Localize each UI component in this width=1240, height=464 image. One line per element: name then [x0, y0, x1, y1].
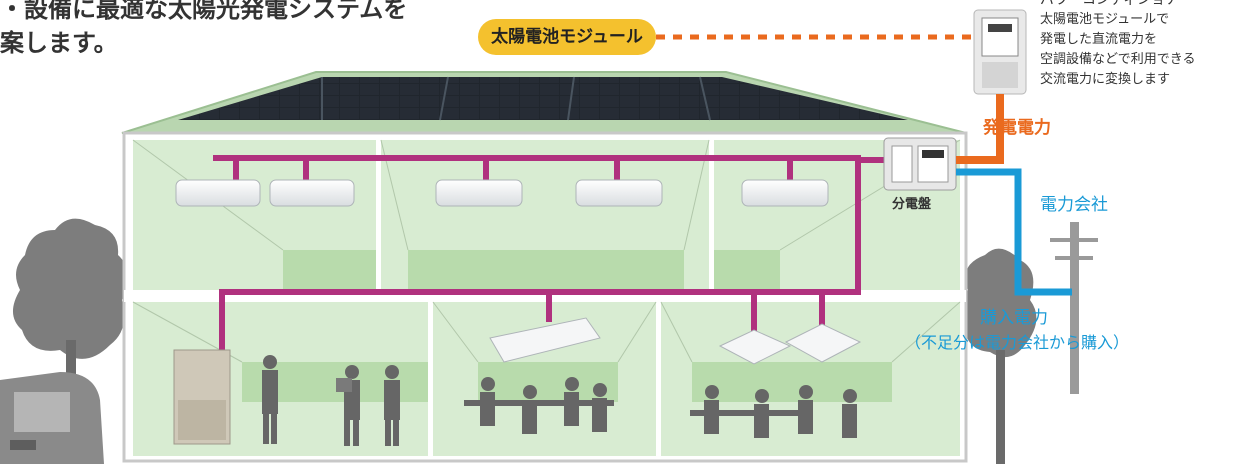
purchased-power-note: （不足分は電力会社から購入）: [905, 333, 1130, 352]
solar-panel-icon: [121, 71, 967, 134]
power-conditioner-label: パワーコンディショナ: [1040, 0, 1180, 8]
generated-power-line: [956, 94, 1004, 164]
purchased-power-label: 購入電力: [980, 308, 1048, 328]
distribution-board-label: 分電盤: [892, 197, 932, 212]
solar-module-label: 太陽電池モジュール: [478, 19, 656, 55]
pc-desc-line-1: 太陽電池モジュールで: [1040, 12, 1170, 27]
person-silhouette-icon: [262, 355, 857, 446]
wall-air-conditioner-icon: [175, 179, 829, 207]
pc-desc-line-2: 発電した直流電力を: [1040, 32, 1158, 47]
utility-pole-icon: [1050, 222, 1098, 394]
package-air-conditioner-icon: [173, 349, 231, 445]
truck-icon: [0, 372, 104, 464]
distribution-board-icon: [883, 137, 957, 191]
power-company-label: 電力会社: [1040, 195, 1108, 215]
headline-line-1: ・設備に最適な太陽光発電システムを: [0, 0, 408, 23]
pc-desc-line-4: 交流電力に変換します: [1040, 72, 1171, 87]
generated-power-label: 発電電力: [983, 118, 1051, 138]
power-conditioner-icon: [973, 9, 1027, 95]
tree-icon: [958, 248, 1037, 464]
pc-desc-line-3: 空調設備などで利用できる: [1040, 52, 1196, 67]
purchased-power-line: [956, 168, 1072, 296]
headline: ・設備に最適な太陽光発電システムを 案します。: [0, 0, 407, 60]
power-conditioner-description: 太陽電池モジュールで 発電した直流電力を 空調設備などで利用できる 交流電力に変…: [1040, 10, 1195, 90]
ceiling-cassette-icon: [489, 317, 862, 365]
headline-line-2: 案します。: [0, 29, 118, 57]
